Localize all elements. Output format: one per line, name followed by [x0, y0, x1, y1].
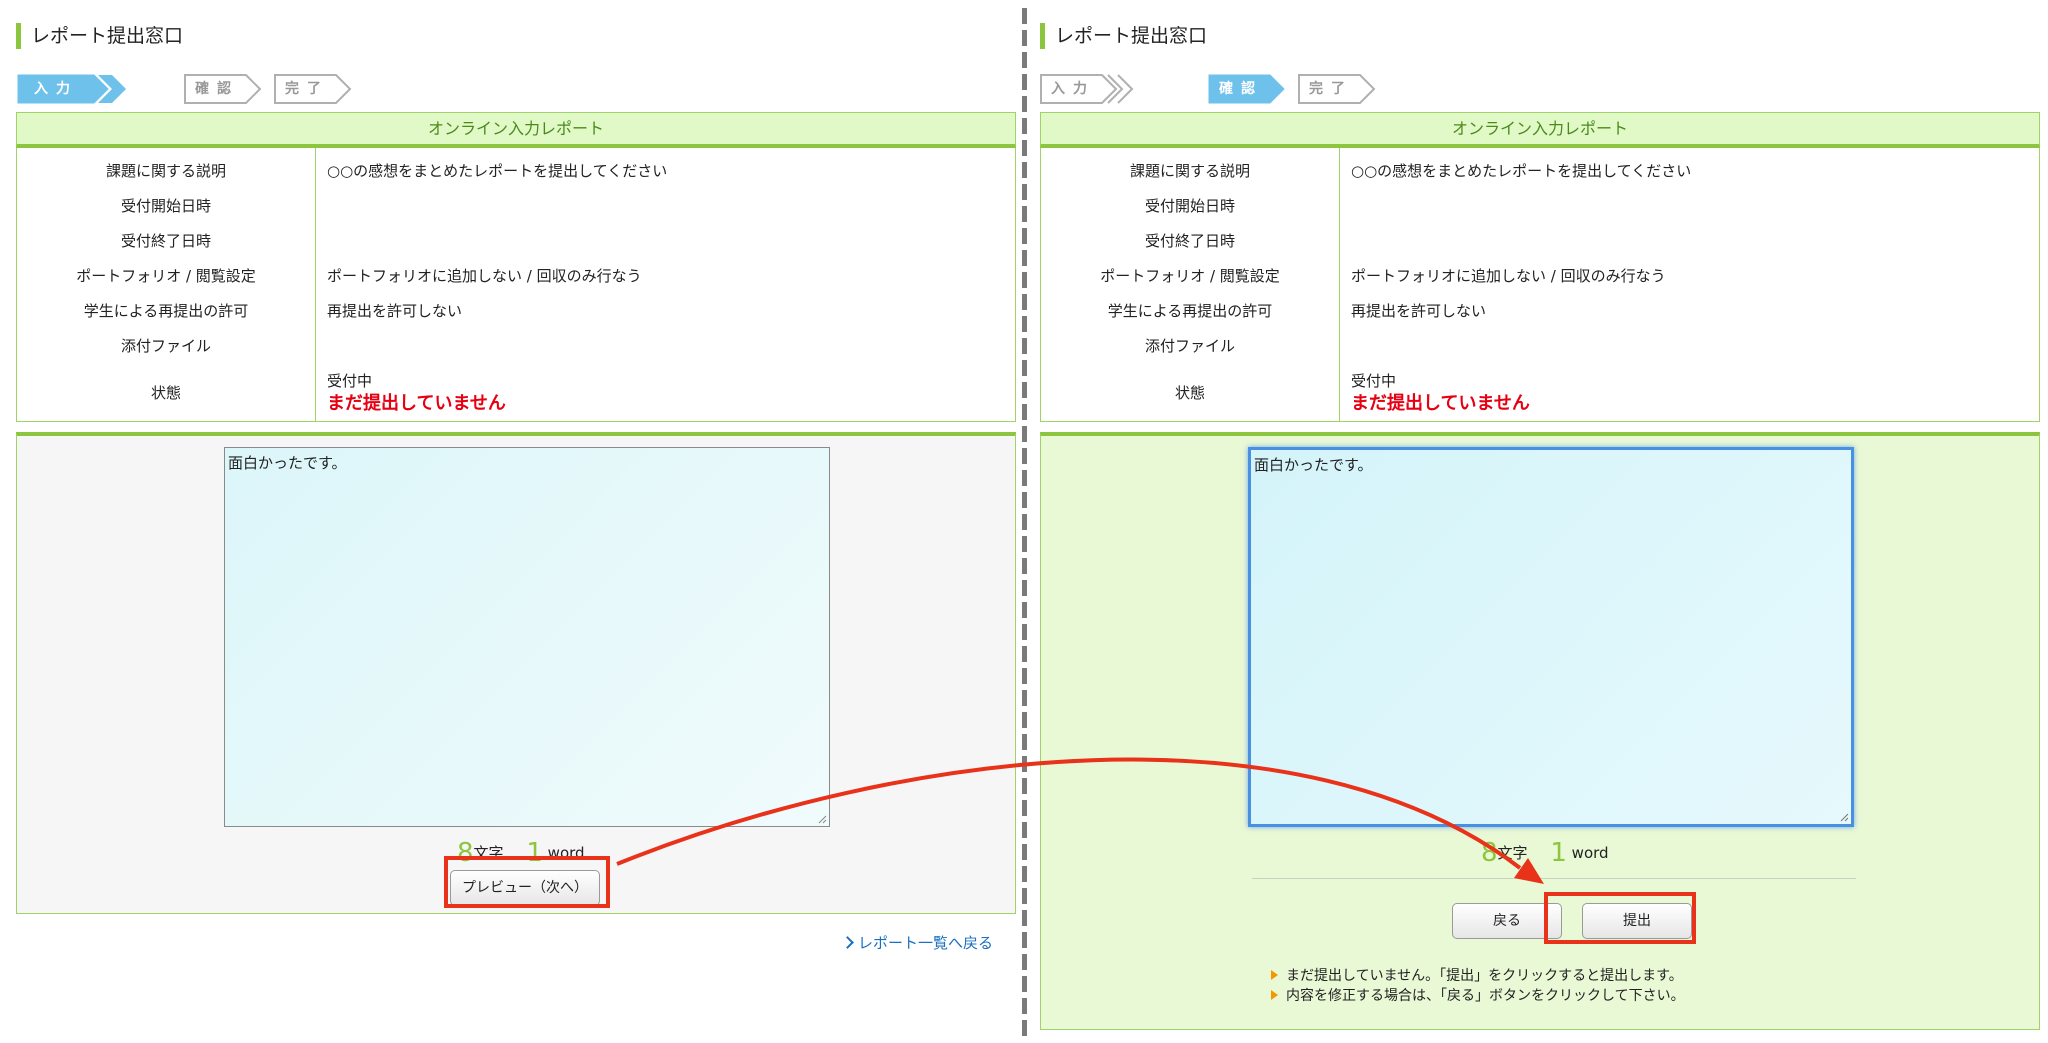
report-textarea[interactable]: 面白かったです。 [1248, 447, 1854, 827]
row-label-description: 課題に関する説明 [105, 162, 226, 180]
row-label-status: 状態 [1174, 384, 1205, 402]
row-label-end-date: 受付終了日時 [1144, 232, 1235, 250]
column-divider [1339, 148, 1340, 421]
resize-grip-icon[interactable] [1840, 813, 1849, 822]
submit-button[interactable]: 提出 [1582, 903, 1692, 939]
row-label-portfolio: ポートフォリオ / 閲覧設定 [1100, 267, 1280, 285]
row-value-portfolio: ポートフォリオに追加しない / 回収のみ行なう [327, 267, 642, 285]
step-input-active: 入力 [16, 74, 126, 104]
report-info-table: 課題に関する説明 ○○の感想をまとめたレポートを提出してください 受付開始日時 … [16, 148, 1016, 422]
report-input-area: 面白かったです。 8文字 1 word プレビュー（次へ） [16, 432, 1016, 914]
step-label: 完了 [1309, 81, 1353, 97]
row-value-portfolio: ポートフォリオに追加しない / 回収のみ行なう [1351, 267, 1666, 285]
status-value: 受付中 [1351, 372, 1397, 390]
progress-steps: 入力 確認 完了 [1040, 74, 1440, 104]
chevron-right-icon [841, 936, 854, 949]
highlight-preview-button [444, 856, 610, 908]
note-item: 内容を修正する場合は、「戻る」ボタンをクリックして下さい。 [1271, 985, 1685, 1005]
row-value-description: ○○の感想をまとめたレポートを提出してください [327, 162, 668, 180]
report-confirm-area: 面白かったです。 8文字 1 word 戻る 提出 まだ提出していません。「提出… [1040, 432, 2040, 1030]
row-label-attachment: 添付ファイル [120, 337, 211, 355]
back-button[interactable]: 戻る [1452, 903, 1562, 939]
row-label-start-date: 受付開始日時 [120, 197, 211, 215]
orange-triangle-icon [1271, 970, 1278, 980]
step-arrow-shape [1040, 74, 1134, 104]
orange-triangle-icon [1271, 990, 1278, 1000]
row-value-resubmit: 再提出を許可しない [1351, 302, 1487, 320]
step-arrow-shape [1298, 74, 1376, 104]
note-text: 内容を修正する場合は、「戻る」ボタンをクリックして下さい。 [1286, 988, 1685, 1004]
report-info-header: オンライン入力レポート [1040, 112, 2040, 148]
report-text: 面白かったです。 [1254, 456, 1373, 474]
report-info-header: オンライン入力レポート [16, 112, 1016, 148]
report-info-table: 課題に関する説明 ○○の感想をまとめたレポートを提出してください 受付開始日時 … [1040, 148, 2040, 422]
back-to-list-link[interactable]: レポート一覧へ戻る [841, 932, 994, 953]
column-divider [315, 148, 316, 421]
report-text: 面白かったです。 [228, 454, 347, 472]
status-alert: まだ提出していません [327, 393, 506, 414]
step-arrow-shape [184, 74, 262, 104]
report-textarea[interactable]: 面白かったです。 [224, 447, 830, 827]
step-arrow-shape [1208, 74, 1285, 104]
note-item: まだ提出していません。「提出」をクリックすると提出します。 [1271, 965, 1683, 985]
confirm-step-panel: レポート提出窓口 入力 確認 完了 オンライン入力レポート 課題に関する説明 [1024, 0, 2048, 1043]
row-label-end-date: 受付終了日時 [120, 232, 211, 250]
text-counter: 8文字 1 word [1481, 838, 1681, 868]
back-to-list-label: レポート一覧へ戻る [858, 934, 994, 952]
highlight-submit-button [1544, 892, 1696, 944]
char-unit: 文字 [1497, 844, 1528, 862]
progress-steps: 入力 確認 完了 [16, 74, 416, 104]
step-label: 入力 [1051, 81, 1095, 97]
row-label-resubmit: 学生による再提出の許可 [83, 302, 249, 320]
row-label-description: 課題に関する説明 [1129, 162, 1250, 180]
step-label: 確認 [1219, 81, 1263, 97]
note-text: まだ提出していません。「提出」をクリックすると提出します。 [1286, 968, 1683, 984]
row-label-portfolio: ポートフォリオ / 閲覧設定 [76, 267, 256, 285]
row-value-description: ○○の感想をまとめたレポートを提出してください [1351, 162, 1692, 180]
char-count: 8 [1481, 838, 1498, 868]
step-label: 確認 [195, 81, 239, 97]
step-complete: 完了 [274, 74, 354, 104]
word-count: 1 [1550, 838, 1567, 868]
page-title: レポート提出窓口 [1040, 23, 1207, 49]
divider-line [1252, 878, 1856, 879]
page-title: レポート提出窓口 [16, 23, 183, 49]
status-alert: まだ提出していません [1351, 393, 1530, 414]
row-label-status: 状態 [150, 384, 181, 402]
word-count: 1 [526, 838, 543, 868]
input-step-panel: レポート提出窓口 入力 確認 完了 オンライン入力レポート 課題に関する説明 ○… [16, 23, 1016, 953]
step-label: 完了 [285, 81, 329, 97]
panel-divider [1022, 8, 1027, 1038]
step-confirm-active: 確認 [1208, 74, 1288, 104]
status-value: 受付中 [327, 372, 373, 390]
step-label: 入力 [34, 81, 78, 97]
row-label-resubmit: 学生による再提出の許可 [1107, 302, 1273, 320]
step-arrow-shape [17, 74, 126, 104]
step-confirm: 確認 [184, 74, 264, 104]
row-label-start-date: 受付開始日時 [1144, 197, 1235, 215]
row-label-attachment: 添付ファイル [1144, 337, 1235, 355]
step-complete: 完了 [1298, 74, 1378, 104]
step-input: 入力 [1040, 74, 1152, 104]
resize-grip-icon[interactable] [818, 815, 827, 824]
char-count: 8 [457, 838, 474, 868]
word-unit: word [1571, 844, 1609, 862]
row-value-resubmit: 再提出を許可しない [327, 302, 463, 320]
step-arrow-shape [274, 74, 352, 104]
